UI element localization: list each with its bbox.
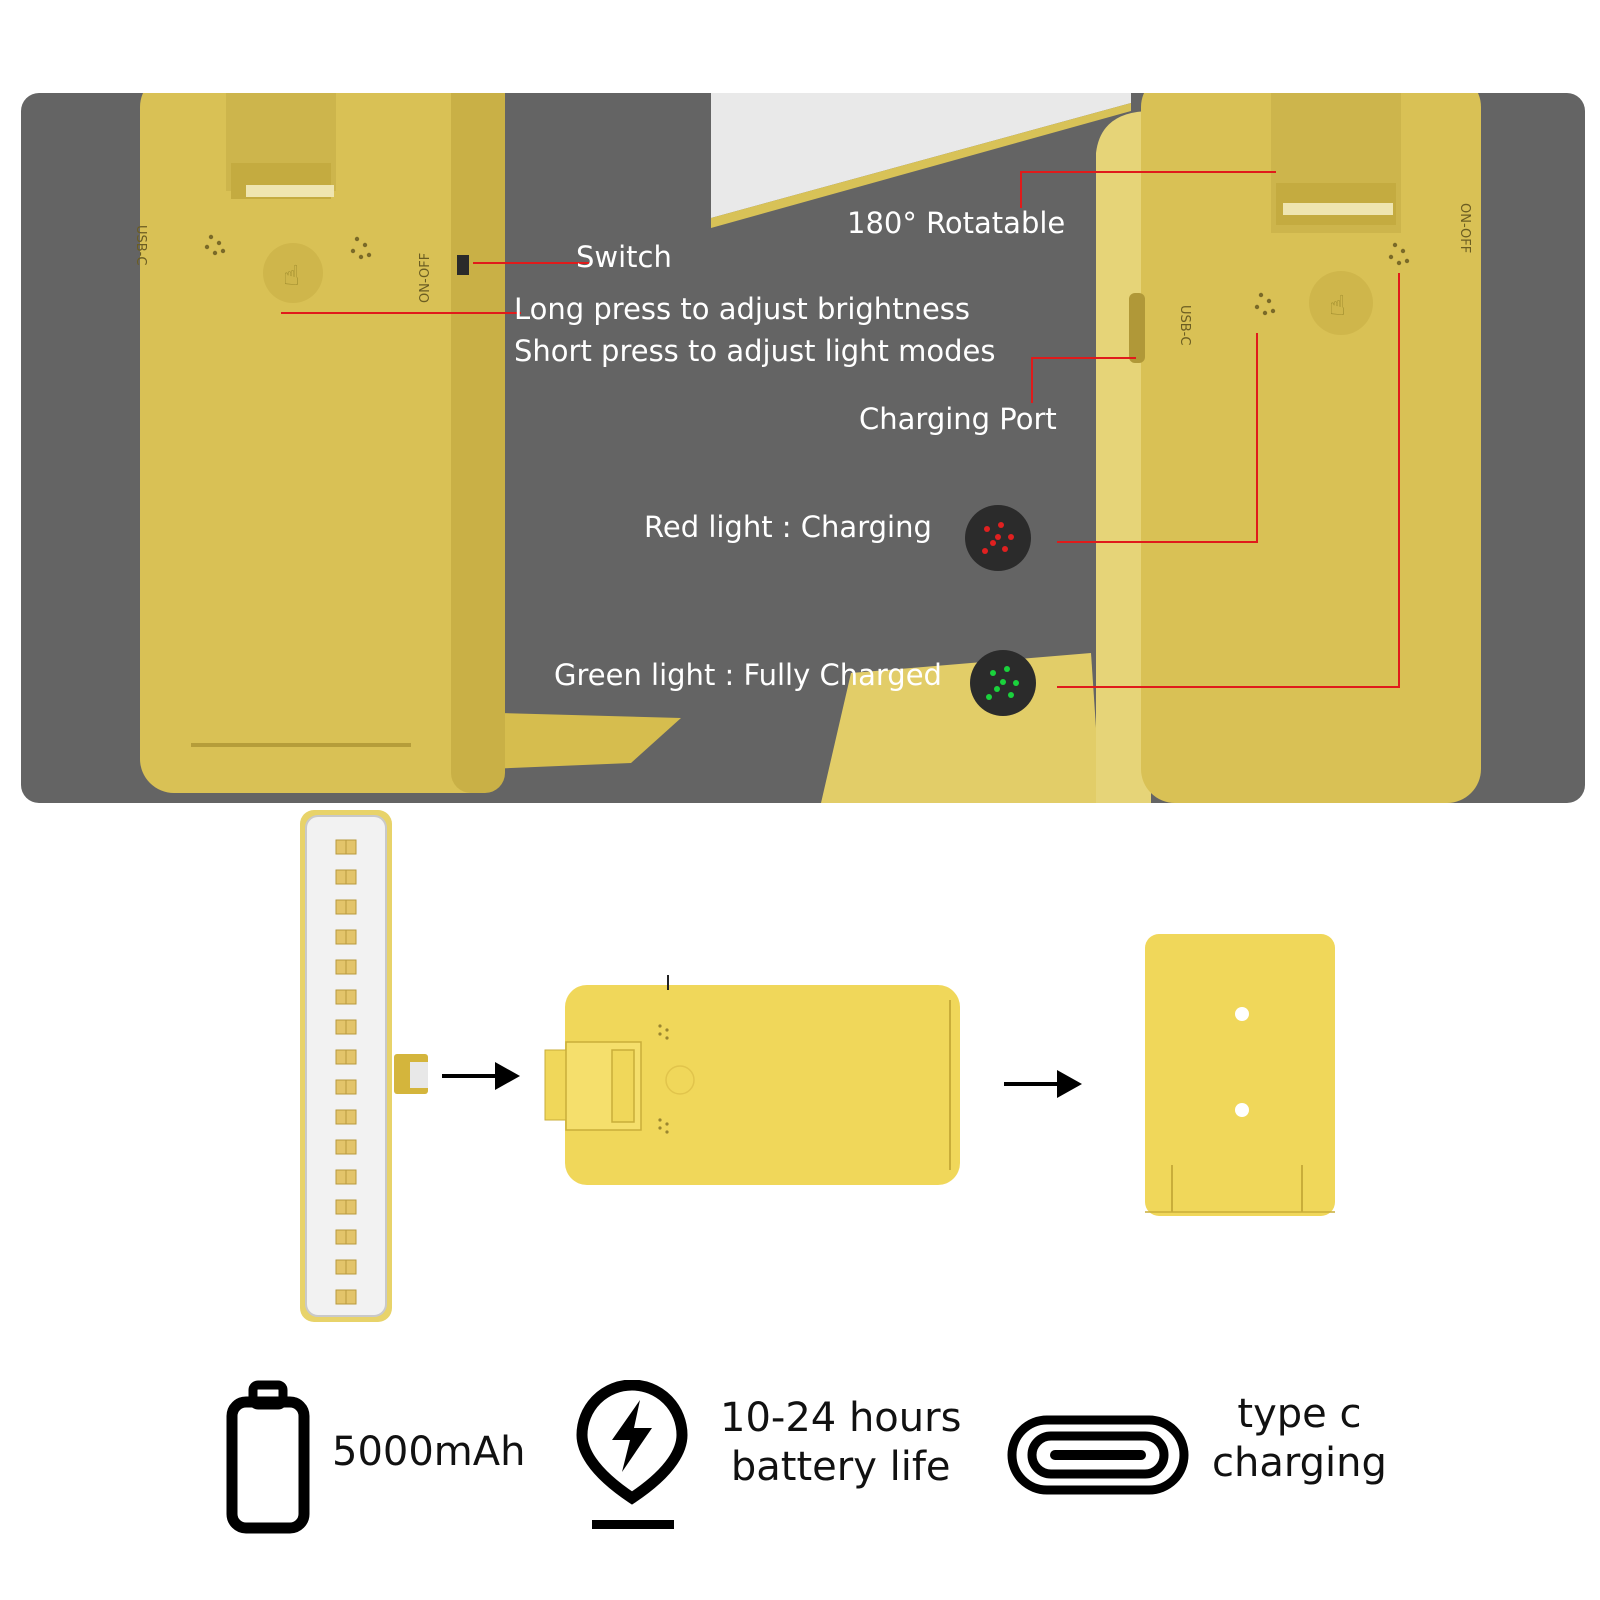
red-led-indicator xyxy=(965,505,1031,571)
callout-rotatable: 180° Rotatable xyxy=(847,206,1066,240)
base-plate-part xyxy=(1145,934,1335,1216)
battery-icon xyxy=(226,1380,310,1534)
left-usb-label: USB-C xyxy=(133,225,148,265)
feature-capacity-text: 5000mAh xyxy=(332,1429,526,1475)
callout-lines xyxy=(281,171,1400,688)
right-usb-label: USB-C xyxy=(1177,305,1192,345)
assembly-illustration xyxy=(300,810,1335,1322)
lamp-body-part xyxy=(544,975,960,1185)
green-led-indicator xyxy=(970,650,1036,716)
lamp-views-illustration: ☝ USB-C ON-OFF ☝ xyxy=(133,93,1481,803)
svg-text:☝: ☝ xyxy=(1329,289,1346,322)
feature-photo-panel: ☝ USB-C ON-OFF ☝ xyxy=(21,93,1585,803)
svg-text:☝: ☝ xyxy=(283,259,300,292)
left-lamp-back-view: ☝ USB-C ON-OFF xyxy=(133,93,681,793)
assembly-diagram xyxy=(0,800,1600,1340)
feature-battery-life-text: 10-24 hours battery life xyxy=(720,1395,962,1490)
right-lamp-side-view: ☝ USB-C ON-OFF xyxy=(821,93,1481,803)
right-onoff-label: ON-OFF xyxy=(1457,203,1472,253)
light-bar-part xyxy=(300,810,428,1322)
feature-charging-text: type c charging xyxy=(1212,1391,1387,1486)
arrow-1-icon xyxy=(442,1062,520,1090)
callout-switch: Switch xyxy=(576,240,672,274)
lightning-pin-icon xyxy=(576,1380,688,1529)
feature-icons xyxy=(226,1380,1189,1534)
left-onoff-label: ON-OFF xyxy=(418,253,433,303)
arrow-2-icon xyxy=(1004,1070,1082,1098)
feature-row: 5000mAh 10-24 hours battery life type c … xyxy=(0,1380,1600,1560)
callout-short-press: Short press to adjust light modes xyxy=(514,334,996,368)
callout-charging-port: Charging Port xyxy=(859,402,1057,436)
callout-long-press: Long press to adjust brightness xyxy=(514,292,970,326)
usb-c-port-icon xyxy=(1007,1415,1189,1495)
callout-red-light: Red light : Charging xyxy=(644,510,932,544)
callout-green-light: Green light : Fully Charged xyxy=(554,658,942,692)
light-bar-top-view xyxy=(711,93,1131,228)
